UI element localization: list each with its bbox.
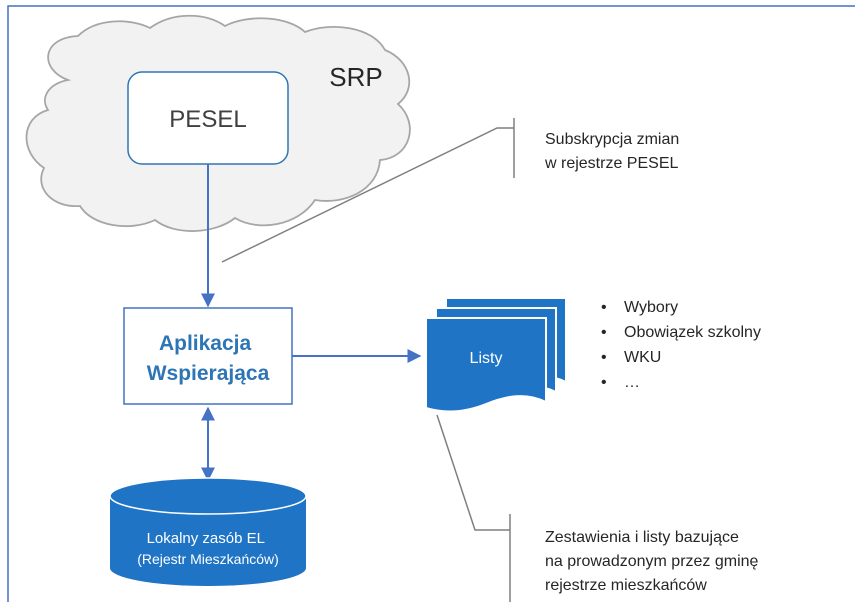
lists-label: Listy <box>470 350 503 367</box>
reports-callout-text: Zestawienia i listy bazujące na prowadzo… <box>545 529 763 594</box>
bullet-item-wku: WKU <box>624 349 661 366</box>
bullet-dot: • <box>601 349 607 366</box>
pesel-label: PESEL <box>169 106 246 133</box>
bullet-list: • Wybory • Obowiązek szkolny • WKU • … <box>601 299 761 391</box>
bullet-item-ellipsis: … <box>624 374 640 391</box>
app-label: Aplikacja Wspierająca <box>147 332 270 385</box>
app-line-2: Wspierająca <box>147 362 270 385</box>
app-box <box>123 307 293 405</box>
subscription-callout-text: Subskrypcja zmian w rejestrze PESEL <box>544 131 684 172</box>
bullet-dot: • <box>601 324 607 341</box>
bullet-dot: • <box>601 374 607 391</box>
reports-line-1: Zestawienia i listy bazujące <box>545 529 739 546</box>
lists-document-stack <box>425 297 567 413</box>
srp-label: SRP <box>329 62 382 92</box>
reports-line-3: rejestrze mieszkańców <box>545 577 707 594</box>
bullet-item-obowiazek: Obowiązek szkolny <box>624 324 761 341</box>
database-label: Lokalny zasób EL (Rejestr Mieszkańców) <box>137 530 279 567</box>
database-line-1: Lokalny zasób EL <box>147 530 265 547</box>
subscription-callout-line <box>221 127 514 263</box>
lists-doc-front <box>425 317 547 413</box>
app-line-1: Aplikacja <box>159 332 252 355</box>
database-cylinder-top <box>109 477 307 515</box>
database-line-2: (Rejestr Mieszkańców) <box>137 551 279 567</box>
frame-border <box>7 5 855 602</box>
subscription-line-2: w rejestrze PESEL <box>544 155 678 172</box>
bullet-item-wybory: Wybory <box>624 299 678 316</box>
reports-line-2: na prowadzonym przez gminę <box>545 553 759 570</box>
reports-callout-line <box>436 414 510 531</box>
database-cylinder-body <box>110 496 306 586</box>
subscription-line-1: Subskrypcja zmian <box>545 131 679 148</box>
bullet-dot: • <box>601 299 607 316</box>
